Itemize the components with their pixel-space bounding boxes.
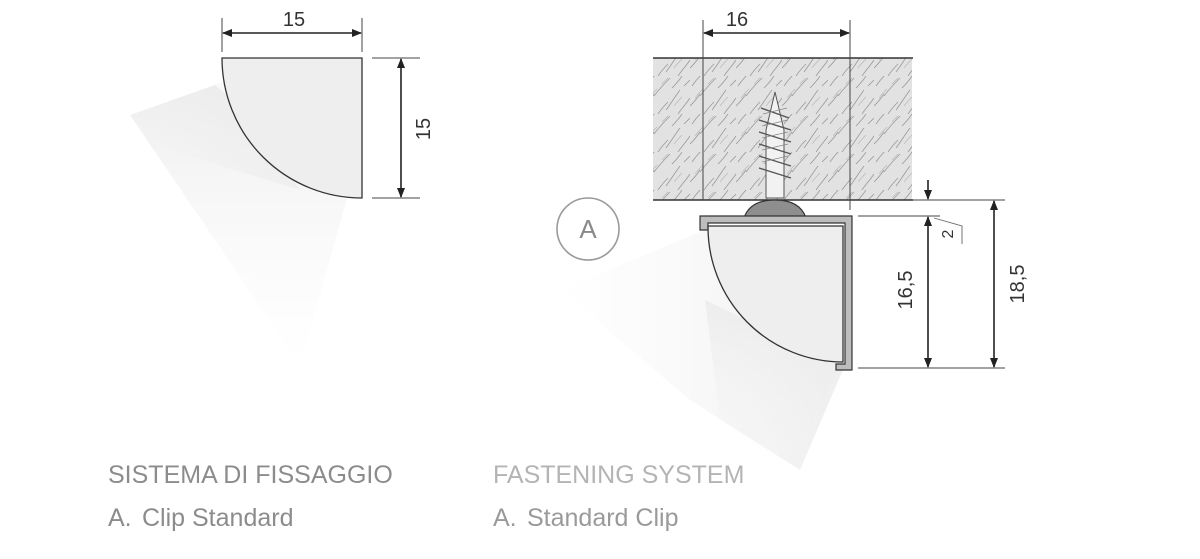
profile-height-dimension: 16,5	[895, 271, 917, 310]
mounted-profile-shape	[707, 225, 844, 363]
mounted-profile-figure: 16 2 16,5 18,5 A	[556, 9, 1029, 470]
detail-marker-circle	[556, 197, 620, 261]
total-height-dimension: 18,5	[1007, 265, 1029, 304]
left-light-beam-side	[130, 82, 300, 190]
screw-head	[743, 199, 807, 219]
gap-dimension: 2	[940, 229, 957, 238]
left-profile-shape	[221, 57, 363, 199]
italian-caption-item: A. Clip Standard	[108, 504, 293, 533]
right-width-dimension: 16	[726, 9, 748, 31]
left-height-dimension: 15	[413, 118, 435, 140]
italian-item-letter: A.	[108, 504, 132, 532]
clip-channel	[699, 215, 853, 371]
english-caption-title: FASTENING SYSTEM	[493, 461, 745, 489]
screw	[743, 91, 807, 219]
english-caption-item: A. Standard Clip	[493, 504, 678, 533]
english-item-text: Standard Clip	[527, 504, 679, 532]
right-light-beam-lower	[705, 300, 840, 470]
detail-marker-label: A	[579, 214, 597, 244]
left-width-dimension: 15	[283, 9, 305, 31]
italian-item-text: Clip Standard	[142, 504, 294, 532]
english-item-letter: A.	[493, 504, 517, 532]
italian-caption-title: SISTEMA DI FISSAGGIO	[108, 461, 393, 489]
gap-leader	[933, 217, 963, 244]
left-profile-figure: 15 15	[130, 9, 435, 365]
